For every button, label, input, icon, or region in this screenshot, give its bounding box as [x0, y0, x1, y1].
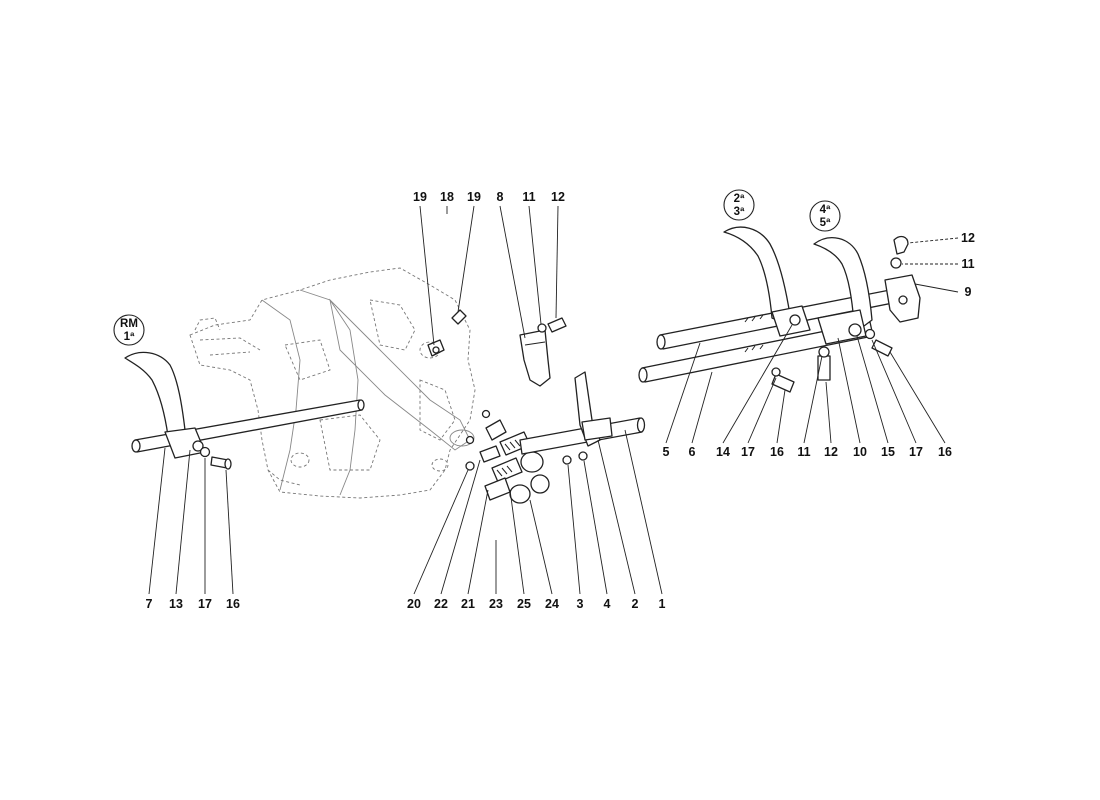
gear-label-4-5: 4ª 5ª	[809, 200, 841, 232]
svg-text:RM: RM	[120, 318, 138, 330]
callout: 4	[604, 597, 611, 611]
shift-fork-2-3	[723, 226, 791, 323]
callout: 9	[965, 285, 972, 299]
callout: 16	[770, 445, 784, 459]
bracket-8	[519, 329, 551, 387]
callout: 25	[517, 597, 531, 611]
callout: 17	[741, 445, 755, 459]
callout: 16	[226, 597, 240, 611]
callout: 1	[659, 597, 666, 611]
callout: 24	[545, 597, 559, 611]
callout: 17	[198, 597, 212, 611]
callout: 15	[881, 445, 895, 459]
callout: 19	[467, 190, 481, 204]
callout: 6	[689, 445, 696, 459]
callout-numbers-bottom: 7 13 17 16 20 22 21 23 25 24 3 4 2 1 5 6…	[146, 445, 952, 611]
callout: 3	[577, 597, 584, 611]
callout: 19	[413, 190, 427, 204]
leader-lines	[148, 205, 959, 595]
callout: 12	[551, 190, 565, 204]
shift-fork-4-5	[813, 237, 873, 327]
svg-text:3ª: 3ª	[734, 206, 745, 218]
lock-ring-17	[199, 446, 211, 458]
callout: 8	[497, 190, 504, 204]
callout: 18	[440, 190, 454, 204]
callout: 11	[961, 257, 974, 271]
svg-text:5ª: 5ª	[820, 217, 831, 229]
callout: 14	[716, 445, 730, 459]
bolt-3	[562, 455, 572, 465]
callout: 12	[824, 445, 838, 459]
callout: 23	[489, 597, 503, 611]
washer-4	[578, 451, 588, 461]
right-shift-rod-assembly: 2ª 3ª 4ª 5ª	[638, 189, 921, 393]
callout: 21	[461, 597, 475, 611]
callout: 5	[663, 445, 670, 459]
callout-numbers-right: 12 11 9	[961, 231, 975, 299]
center-detent-assembly	[427, 309, 646, 504]
shift-fork-rm-1	[124, 351, 186, 441]
callout: 7	[146, 597, 153, 611]
bolt-12-right	[893, 235, 909, 255]
callout: 22	[434, 597, 448, 611]
left-shift-rod-assembly: RM 1ª	[113, 314, 365, 470]
callout: 10	[853, 445, 867, 459]
callout: 12	[961, 231, 975, 245]
gearbox-housing	[189, 267, 476, 499]
washer-11-right	[890, 257, 902, 269]
callout: 20	[407, 597, 421, 611]
callout: 13	[169, 597, 183, 611]
callout: 16	[938, 445, 952, 459]
callout: 11	[797, 445, 810, 459]
callout: 11	[522, 190, 535, 204]
svg-text:2ª: 2ª	[734, 193, 745, 205]
callout-numbers-top: 19 18 19 8 11 12	[413, 190, 565, 204]
detent-springs	[465, 409, 550, 504]
callout: 17	[909, 445, 923, 459]
gear-label-rm-1: RM 1ª	[113, 314, 145, 346]
svg-text:1ª: 1ª	[124, 331, 135, 343]
callout: 2	[632, 597, 639, 611]
svg-text:4ª: 4ª	[820, 204, 831, 216]
gear-label-2-3: 2ª 3ª	[723, 189, 755, 221]
